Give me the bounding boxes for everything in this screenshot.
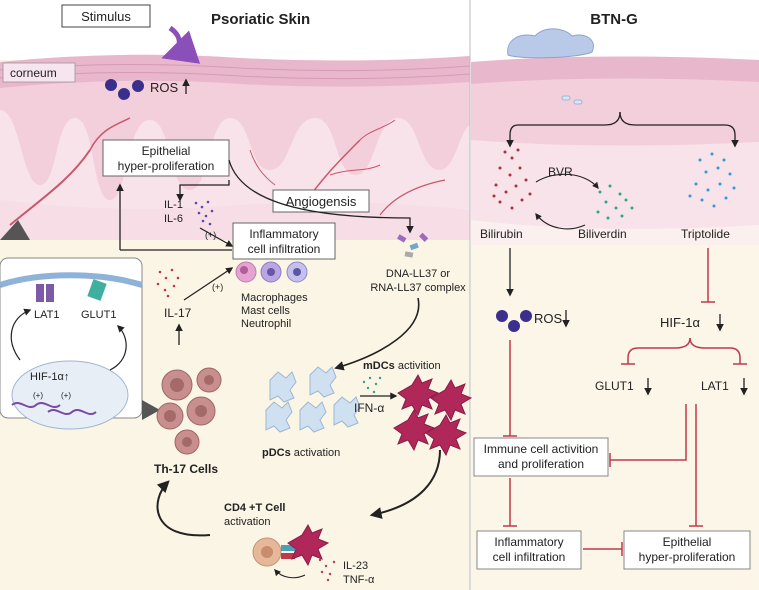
inhibit-hif-lat1 — [689, 337, 741, 364]
hif-inset — [0, 220, 160, 430]
immune-box — [473, 437, 609, 477]
cd4-t-cell — [252, 523, 330, 567]
dna-label-line2: RNA-LL37 complex — [370, 282, 466, 294]
epithelial-right-line1: Epithelial — [663, 535, 712, 549]
inflammatory-box-right — [476, 530, 582, 570]
ifn-label: IFN-α — [354, 401, 384, 415]
glut1-label: GLUT1 — [81, 309, 116, 321]
dna-strand — [11, 402, 97, 415]
mdcs-rest: activition — [395, 360, 441, 372]
hif-plus-1: (+) — [33, 391, 43, 400]
biliverdin-dots — [596, 184, 634, 220]
dna-ll37-complex — [397, 232, 429, 258]
il6-label: IL-6 — [164, 213, 183, 225]
corneum-box — [2, 62, 76, 83]
immune-line2: and proliferation — [498, 457, 584, 471]
lat1-label: LAT1 — [34, 309, 59, 321]
biliverdin-label: Biliverdin — [578, 227, 627, 241]
bvr-label: BVR — [548, 165, 573, 179]
inflammatory-right-line1: Inflammatory — [494, 535, 563, 549]
inflammatory-left-line2: cell infiltration — [248, 242, 321, 256]
bracket-arrow-left — [506, 111, 621, 148]
cytokine-dots-il17 — [156, 268, 180, 298]
epithelial-box — [102, 139, 230, 177]
epithelial-box-right — [623, 530, 751, 570]
angiogenesis-label: Angiogensis — [286, 194, 357, 209]
arrow-hif-to-glut1 — [109, 324, 127, 371]
ifn-dots — [362, 376, 382, 394]
arrow-bvr — [535, 173, 599, 190]
hif-down-label: HIF-1α — [660, 315, 701, 330]
bracket-arrow-right — [619, 111, 739, 148]
right-panel-title: BTN-G — [590, 11, 638, 28]
pdc-cells — [265, 366, 361, 433]
ros-molecules — [105, 79, 144, 100]
plus-marker-1: (+) — [205, 230, 216, 240]
corneum-label: corneum — [10, 66, 57, 80]
right-panel-background — [471, 0, 759, 590]
mdc-cells — [393, 373, 473, 457]
bilirubin-dots — [492, 148, 532, 210]
ros-up-label: ROS — [150, 80, 179, 95]
hif-plus-2: (+) — [61, 391, 71, 400]
arrow-il-to-inflammatory — [199, 227, 234, 247]
dna-label-line1: DNA-LL37 or — [386, 268, 451, 280]
triptolide-label: Triptolide — [681, 227, 730, 241]
th17-label: Th-17 Cells — [154, 462, 218, 476]
arrow-biliverdin-to-bilirubin — [535, 212, 586, 230]
bilirubin-label: Bilirubin — [480, 227, 523, 241]
ros-molecules-right — [496, 310, 532, 332]
arrow-il23-loop — [274, 569, 306, 579]
inflammatory-right-line2: cell infiltration — [493, 550, 566, 564]
arrow-dna-to-pdcs — [334, 297, 420, 371]
ros-down-label: ROS — [534, 311, 563, 326]
epithelial-line2: hyper-proliferation — [118, 159, 215, 173]
il23-label: IL-23 — [343, 560, 368, 572]
macrophage-cells — [235, 261, 308, 283]
arrow-epithelial-to-il — [176, 180, 230, 202]
plus-marker-2: (+) — [212, 282, 223, 292]
pdcs-label: pDCs activation — [262, 447, 340, 459]
arrow-hif-to-lat1 — [10, 308, 32, 361]
pdcs-rest: activation — [291, 447, 341, 459]
inhibit-hif-glut1 — [627, 337, 691, 364]
cytokine-dots-il23 — [318, 558, 336, 582]
arrow-il17-to-inflammatory — [183, 267, 234, 301]
hif-label: HIF-1α↑ — [30, 371, 69, 383]
epithelial-right-line2: hyper-proliferation — [639, 550, 736, 564]
mast-cells-label: Mast cells — [241, 305, 290, 317]
btn-g-gel — [507, 28, 594, 59]
il17-label: IL-17 — [164, 306, 192, 320]
stimulus-box — [61, 4, 151, 28]
th17-cells — [156, 367, 222, 455]
arrow-mdcs-to-cd4 — [369, 449, 441, 519]
glut1-down-label: GLUT1 — [595, 379, 634, 393]
inflammatory-left-line1: Inflammatory — [249, 227, 318, 241]
cd4-line1: CD4 +T Cell — [224, 502, 285, 514]
inflammatory-box-left — [232, 222, 336, 260]
cytokine-dots-il — [194, 200, 214, 226]
tnf-label: TNF-α — [343, 574, 375, 586]
btn-g-particles — [561, 95, 583, 105]
neutrophil-label: Neutrophil — [241, 318, 291, 330]
immune-line1: Immune cell activition — [484, 442, 599, 456]
left-panel-title: Psoriatic Skin — [211, 11, 310, 28]
inhibit-transporters-immune — [610, 420, 687, 461]
epithelial-line1: Epithelial — [142, 144, 191, 158]
mdcs-label: mDCs activition — [363, 360, 441, 372]
left-panel-background — [0, 0, 471, 590]
mdcs-bold: mDCs — [363, 360, 395, 372]
stimulus-arrow — [161, 25, 201, 64]
arrow-to-dna-complex — [228, 159, 414, 234]
cd4-line2: activation — [224, 516, 270, 528]
il1-label: IL-1 — [164, 199, 183, 211]
arrow-cd4-to-th17 — [156, 480, 211, 537]
triptolide-dots — [688, 152, 736, 208]
macrophages-label: Macrophages — [241, 292, 308, 304]
lat1-down-label: LAT1 — [701, 379, 729, 393]
stimulus-label: Stimulus — [81, 9, 131, 24]
pdcs-bold: pDCs — [262, 447, 291, 459]
